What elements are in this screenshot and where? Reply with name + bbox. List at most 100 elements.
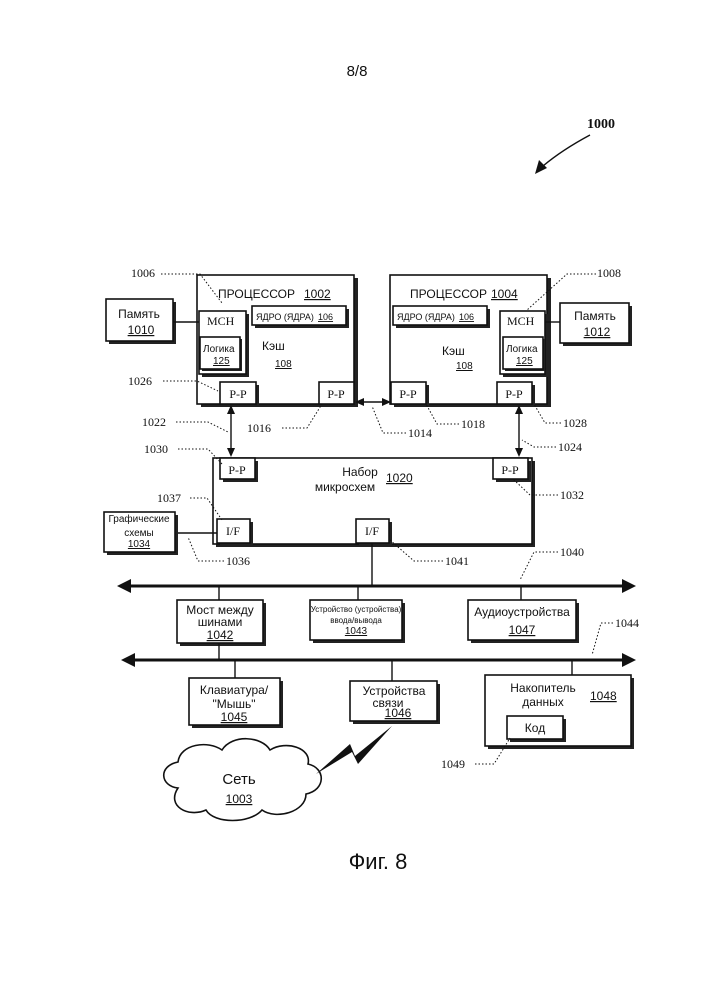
callout-1040: 1040 xyxy=(520,545,584,580)
processor-1004-logic-ref: 125 xyxy=(516,356,533,367)
callout-1036-text: 1036 xyxy=(226,554,250,568)
callout-1024: 1024 xyxy=(522,440,582,454)
chipset-label-1: Набор xyxy=(342,465,378,479)
processor-1004-cache: Кэш xyxy=(442,344,465,358)
callout-1028-text: 1028 xyxy=(563,416,587,430)
keyboard-mouse-1045: Клавиатура/ "Мышь" 1045 xyxy=(189,678,283,728)
memory-1010-label: Память xyxy=(118,307,160,321)
processor-1004-mch: MCH xyxy=(507,314,535,328)
network-1003: Сеть 1003 xyxy=(164,739,322,821)
callout-1040-text: 1040 xyxy=(560,545,584,559)
chipset-if-bus: I/F xyxy=(365,524,379,538)
processor-1002-pp-left: P-P xyxy=(229,387,247,401)
processor-1004-cache-ref: 108 xyxy=(456,361,473,372)
processor-1004-logic: Логика xyxy=(506,344,538,355)
processor-1002-cache: Кэш xyxy=(262,339,285,353)
audio-devices-label-1: Аудиоустройства xyxy=(474,605,570,619)
callout-1014-text: 1014 xyxy=(408,426,432,440)
keyboard-label-2: "Мышь" xyxy=(212,697,255,711)
memory-1012-ref: 1012 xyxy=(584,325,611,339)
system-ref-arrow xyxy=(535,135,590,174)
callout-1018-text: 1018 xyxy=(461,417,485,431)
processor-1002-logic-ref: 125 xyxy=(213,356,230,367)
callout-1037-text: 1037 xyxy=(157,491,181,505)
memory-1012: Память 1012 xyxy=(545,303,632,346)
processor-1002-mch: MCH xyxy=(207,314,235,328)
processor-1004-core-label: ЯДРО (ЯДРА) xyxy=(397,312,455,322)
processor-1004-core-ref: 106 xyxy=(459,312,474,322)
callout-1049-text: 1049 xyxy=(441,757,465,771)
pp-link-1024 xyxy=(515,405,523,457)
storage-code: Код xyxy=(525,721,545,735)
callout-1026-text: 1026 xyxy=(128,374,152,388)
memory-1012-label: Память xyxy=(574,309,616,323)
bus-bridge-1042: Мост между шинами 1042 xyxy=(177,600,266,660)
processor-1002-title: ПРОЦЕССОР xyxy=(218,287,295,301)
chipset-if-graphics: I/F xyxy=(226,524,240,538)
bus-bridge-label-2: шинами xyxy=(198,615,243,629)
storage-label-2: данных xyxy=(522,695,564,709)
bus-bridge-ref: 1042 xyxy=(207,628,234,642)
figure-caption: Фиг. 8 xyxy=(349,849,408,874)
callout-1016: 1016 xyxy=(247,404,322,435)
comm-devices-ref: 1046 xyxy=(385,706,412,720)
callout-1008-text: 1008 xyxy=(597,266,621,280)
processor-1002-cache-ref: 108 xyxy=(275,359,292,370)
storage-ref: 1048 xyxy=(590,689,617,703)
processor-1004: ПРОЦЕССОР 1004 ЯДРО (ЯДРА) 106 MCH Логик… xyxy=(390,275,551,407)
callout-1044: 1044 xyxy=(592,616,639,655)
chipset-pp-left: P-P xyxy=(228,463,246,477)
io-devices-1043: Устройство (устройства) ввода/вывода 104… xyxy=(310,600,405,643)
callout-1041-text: 1041 xyxy=(445,554,469,568)
audio-devices-ref: 1047 xyxy=(509,623,536,637)
io-devices-ref: 1043 xyxy=(345,626,368,637)
callout-1032-text: 1032 xyxy=(560,488,584,502)
graphics-1034: Графические схемы 1034 xyxy=(104,512,217,555)
io-devices-label-1: Устройство (устройства) xyxy=(311,605,402,614)
bus-1040 xyxy=(117,543,636,601)
callout-1016-text: 1016 xyxy=(247,421,271,435)
audio-devices-1047: Аудиоустройства 1047 xyxy=(468,600,579,643)
callout-1024-text: 1024 xyxy=(558,440,582,454)
processor-1002-pp-right: P-P xyxy=(327,387,345,401)
callout-1030-text: 1030 xyxy=(144,442,168,456)
processor-1004-ref: 1004 xyxy=(491,287,518,301)
callout-1018: 1018 xyxy=(426,404,485,431)
processor-1002-core-label: ЯДРО (ЯДРА) xyxy=(256,312,314,322)
chipset-label-2: микросхем xyxy=(315,480,375,494)
chipset-ref: 1020 xyxy=(386,471,413,485)
network-ref: 1003 xyxy=(226,792,253,806)
processor-1002-logic: Логика xyxy=(203,344,235,355)
processor-1002: ПРОЦЕССОР 1002 ЯДРО (ЯДРА) 106 MCH Логик… xyxy=(197,275,358,407)
callout-1022-text: 1022 xyxy=(142,415,166,429)
chipset-1020: Набор 1020 микросхем P-P P-P I/F I/F xyxy=(213,458,535,547)
processor-1002-ref: 1002 xyxy=(304,287,331,301)
processor-1002-core-ref: 106 xyxy=(318,312,333,322)
processor-1004-pp-left: P-P xyxy=(399,387,417,401)
keyboard-ref: 1045 xyxy=(221,710,248,724)
graphics-label-2: схемы xyxy=(124,528,154,539)
callout-1044-text: 1044 xyxy=(615,616,639,630)
io-devices-label-2: ввода/вывода xyxy=(330,616,382,625)
storage-label-1: Накопитель xyxy=(510,681,576,695)
processor-1004-title: ПРОЦЕССОР xyxy=(410,287,487,301)
memory-1010: Память 1010 xyxy=(106,299,199,344)
callout-1014: 1014 xyxy=(372,406,432,440)
graphics-ref: 1034 xyxy=(128,539,151,550)
processor-1004-pp-right: P-P xyxy=(505,387,523,401)
callout-1006-text: 1006 xyxy=(131,266,155,280)
callout-1022: 1022 xyxy=(142,415,228,432)
callout-1028: 1028 xyxy=(534,404,587,430)
storage-1048: Накопитель данных 1048 Код xyxy=(485,675,634,749)
wireless-link xyxy=(316,726,392,774)
system-ref-label: 1000 xyxy=(587,117,615,132)
page-number: 8/8 xyxy=(347,63,368,80)
callout-1030: 1030 xyxy=(144,442,222,464)
keyboard-label-1: Клавиатура/ xyxy=(200,683,269,697)
memory-1010-ref: 1010 xyxy=(128,323,155,337)
pp-link-1022 xyxy=(227,405,235,457)
graphics-label-1: Графические xyxy=(108,513,170,525)
network-label: Сеть xyxy=(222,771,256,788)
pp-link-1014 xyxy=(355,398,391,406)
